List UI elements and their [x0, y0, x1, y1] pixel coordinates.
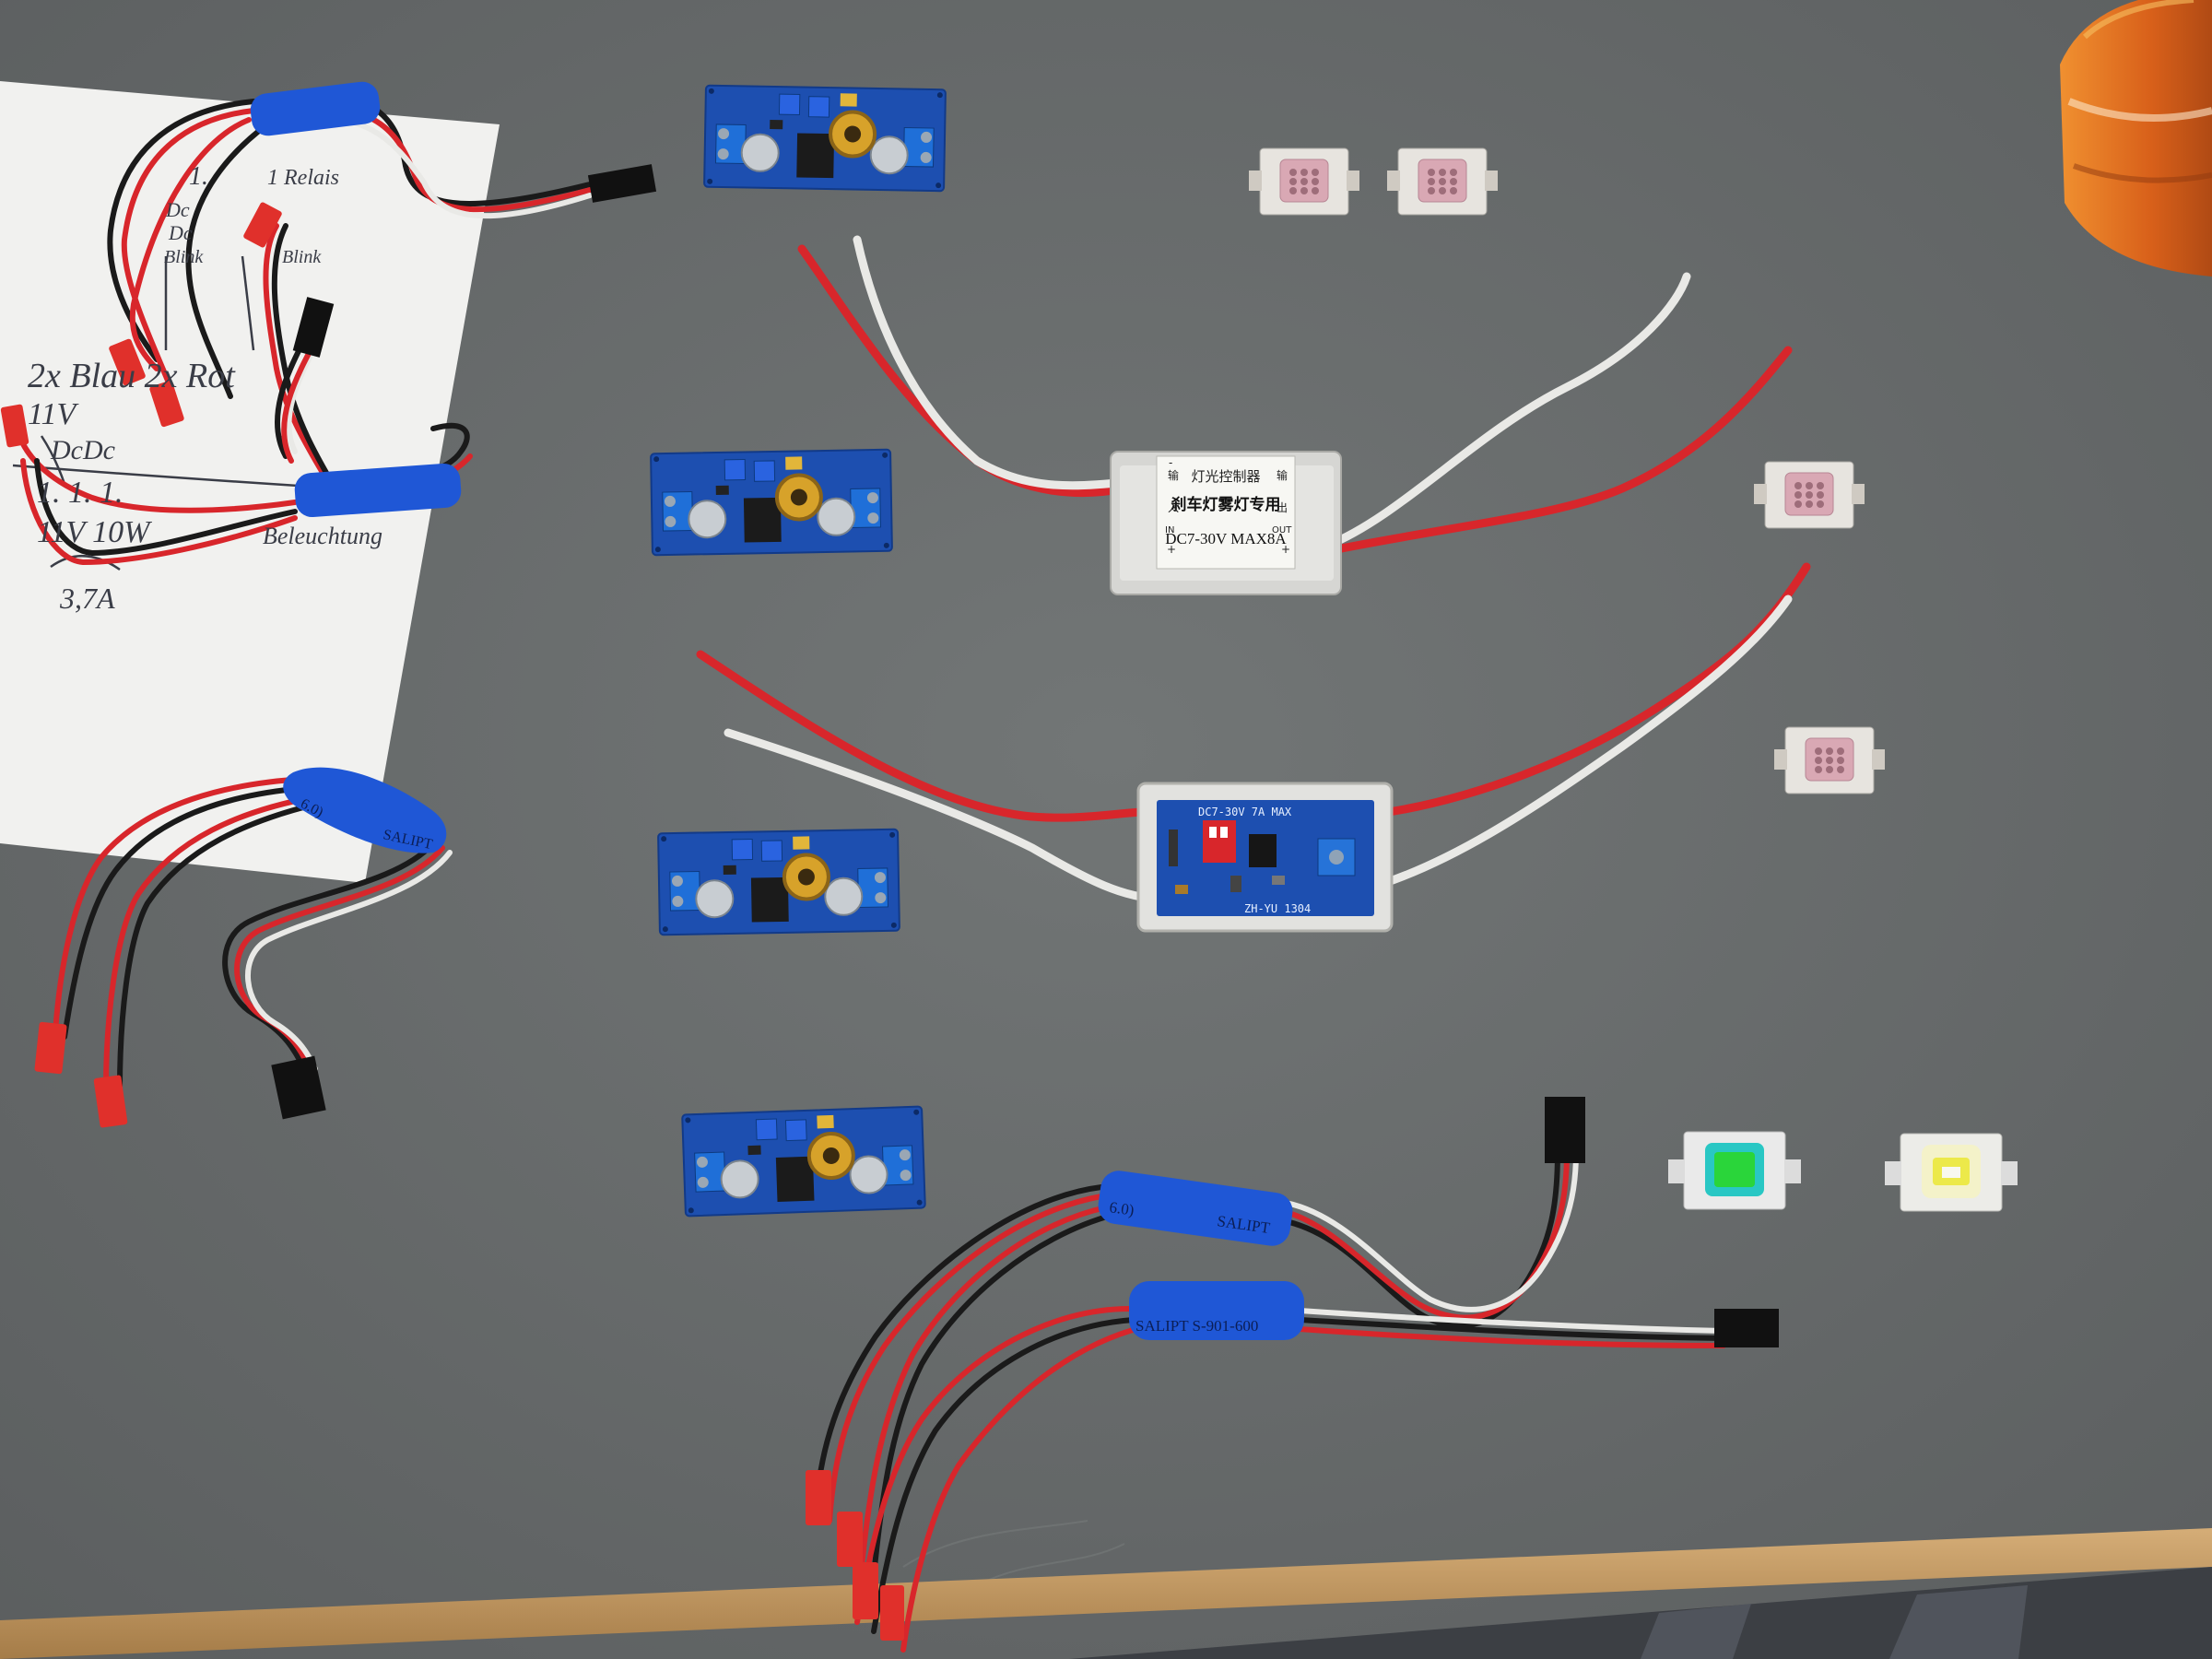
note-line6: DcDc — [50, 435, 115, 465]
switch-left-bottom — [283, 767, 447, 853]
servo-plug-5 — [1714, 1309, 1779, 1347]
note-line5: 11V — [28, 397, 79, 431]
open-controller-maker: ZH-YU 1304 — [1244, 902, 1311, 915]
note-line3b: Blink — [282, 247, 322, 267]
jst-plug-2 — [109, 338, 146, 386]
controller-in-bot: IN — [1165, 525, 1174, 535]
jst-plug-10 — [880, 1585, 904, 1641]
switch-left-top-upper — [250, 81, 381, 136]
dcdc-module-4 — [682, 1106, 925, 1216]
servo-plug-4 — [1545, 1097, 1585, 1163]
note-line2a: Dc — [165, 198, 190, 221]
led-chip-yellow — [1885, 1133, 2018, 1212]
led-chip-3 — [1753, 461, 1865, 529]
light-controller-open — [1136, 782, 1394, 933]
dcdc-module-1 — [702, 83, 947, 194]
controller-minus: - — [1169, 456, 1172, 469]
note-line3a: Blink — [164, 247, 204, 267]
switch-bottom-1-label: 6.0) — [1108, 1198, 1135, 1219]
jst-plug-9 — [853, 1562, 878, 1619]
controller-out-mid: 出 — [1277, 501, 1288, 514]
controller-plus-left: + — [1167, 543, 1176, 556]
switch-left-top-lower — [294, 463, 462, 518]
controller-header: 灯光控制器 — [1191, 468, 1260, 485]
controller-main-label: 刹车灯雾灯专用 — [1171, 495, 1281, 514]
table-wood-edge — [0, 1528, 2212, 1659]
jst-plug-1 — [243, 202, 282, 248]
jst-plug-3 — [149, 380, 184, 428]
controller-wires — [696, 235, 1811, 903]
orange-can — [2060, 0, 2212, 276]
note-line1a: 1. — [189, 162, 208, 191]
jst-plug-5 — [34, 1021, 67, 1075]
jst-plug-4 — [0, 404, 29, 448]
controller-plus-right: + — [1281, 543, 1290, 556]
controller-in-top: 输 — [1168, 468, 1179, 482]
led-chip-4 — [1773, 726, 1886, 794]
harness-left-bottom — [53, 776, 453, 1090]
note-line7: 1. 1. 1. — [37, 476, 124, 510]
servo-plug-3 — [271, 1055, 326, 1120]
dcdc-module-3 — [656, 827, 901, 937]
led-chip-2 — [1386, 147, 1499, 216]
light-controller-closed — [1110, 451, 1342, 595]
open-controller-spec: DC7-30V 7A MAX — [1198, 806, 1292, 818]
led-chip-1 — [1248, 147, 1360, 216]
switch-bottom-2 — [1129, 1281, 1304, 1340]
servo-plug-2 — [292, 297, 335, 358]
note-line2b: Dc — [168, 221, 193, 244]
controller-out-bot: OUT — [1272, 525, 1292, 535]
controller-spec: DC7-30V MAX8A — [1165, 530, 1287, 547]
jst-plug-7 — [806, 1470, 831, 1525]
jst-plug-6 — [93, 1075, 128, 1128]
note-line4: 2x Blau 2x Rot — [28, 357, 236, 395]
note-line9: 3,7A — [59, 582, 115, 615]
switch-bottom-1 — [1098, 1171, 1293, 1246]
note-line1b: 1 Relais — [267, 166, 339, 190]
servo-plug-1 — [587, 164, 657, 203]
switch-bottom-2-label: SALIPT S-901-600 — [1135, 1317, 1258, 1335]
jst-plug-8 — [837, 1512, 863, 1567]
controller-in-mid: 入 — [1168, 501, 1179, 514]
controller-out-top: 输 — [1277, 468, 1288, 482]
note-line8a: 11V 10W — [37, 515, 152, 549]
harness-bottom — [813, 1149, 1726, 1653]
note-line8b: Beleuchtung — [263, 523, 382, 549]
dcdc-module-2 — [649, 447, 894, 558]
led-chip-green — [1668, 1131, 1801, 1210]
